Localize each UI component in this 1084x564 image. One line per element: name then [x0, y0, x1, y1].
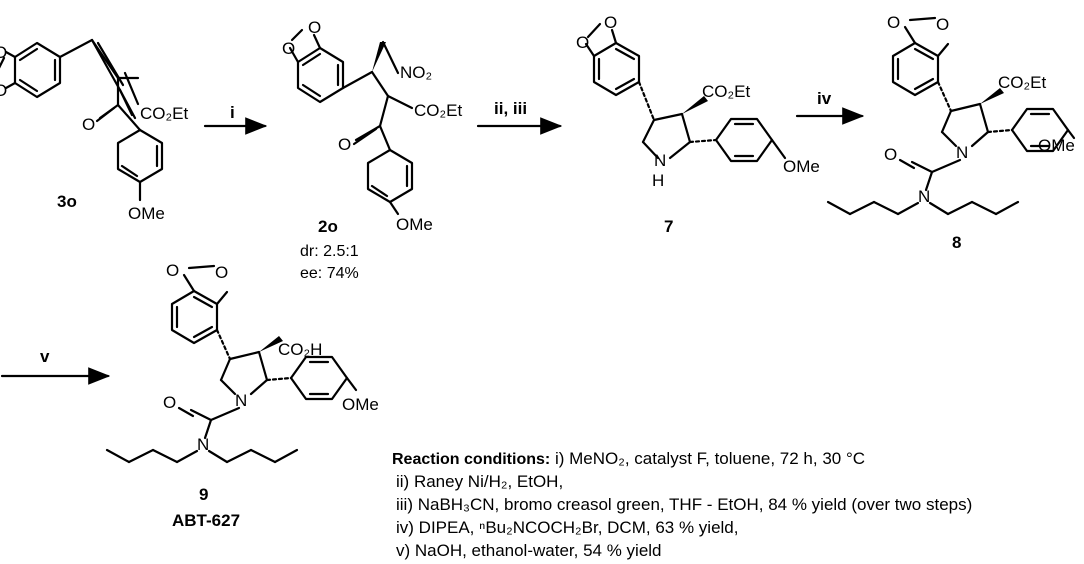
- benzodioxole-ring-3o: [0, 41, 62, 99]
- wedge-bond: [372, 42, 386, 72]
- co2et-group: CO₂Et: [998, 73, 1046, 92]
- conditions-line-1: Reaction conditions: i) MeNO₂, catalyst …: [392, 449, 865, 468]
- pyrrolidine-ring-7: [641, 112, 692, 160]
- oxygen-atom: O: [887, 13, 900, 32]
- nitrogen-atom: N: [956, 143, 968, 162]
- hashed-bond: [215, 328, 232, 361]
- anisyl-ring-7: [714, 117, 787, 163]
- no2-group: NO₂: [400, 63, 432, 82]
- step-label: ii, iii: [494, 99, 527, 118]
- co2et-group: CO₂Et: [414, 101, 462, 120]
- ome-group: OMe: [128, 204, 165, 223]
- anisyl-ring-9: [289, 355, 358, 401]
- anisyl-ring-2o: [366, 148, 414, 216]
- oxygen-atom: O: [166, 261, 179, 280]
- oxygen-atom: O: [82, 115, 95, 134]
- compound-name-abt-627: ABT-627: [172, 511, 240, 530]
- compound-2o: O O NO₂ CO₂Et O OMe 2o dr: 2.5:1 ee: 74%: [282, 18, 462, 282]
- nitrogen-atom: N: [197, 435, 209, 454]
- oxygen-atom: O: [576, 33, 589, 52]
- arrow-step-iv: iv: [795, 89, 865, 125]
- ketone-3o: [95, 76, 142, 132]
- compound-9: O O CO₂H N OMe: [105, 261, 379, 530]
- arrow-step-i: i: [203, 103, 268, 135]
- oxygen-atom: O: [338, 135, 351, 154]
- wedge-bond: [682, 96, 708, 114]
- pyrrolidine-ring-9: [219, 350, 269, 396]
- conditions-line-2: ii) Raney Ni/H₂, EtOH,: [396, 472, 563, 491]
- amide-chain-8: [826, 158, 1020, 216]
- amide-chain-9: [105, 406, 299, 464]
- step-label: v: [40, 347, 50, 366]
- compound-7: O O CO₂Et N H OMe 7: [576, 13, 820, 236]
- enantiomeric-excess: ee: 74%: [300, 265, 359, 282]
- hashed-bond: [265, 376, 293, 382]
- hashed-bond: [688, 138, 718, 144]
- compound-label-3o: 3o: [57, 192, 77, 211]
- hydrogen-atom: H: [652, 171, 664, 190]
- oxygen-atom: O: [163, 393, 176, 412]
- arrow-step-ii-iii: ii, iii: [476, 99, 563, 135]
- oxygen-atom: O: [884, 145, 897, 164]
- ome-group: OMe: [342, 395, 379, 414]
- oxygen-atom: O: [936, 15, 949, 34]
- ome-group: OMe: [1038, 136, 1075, 155]
- compound-label-7: 7: [664, 217, 673, 236]
- bond: [381, 40, 400, 75]
- anisyl-ring-3o: [116, 128, 164, 202]
- compound-label-8: 8: [952, 233, 961, 252]
- benzodioxole-ring-7: [584, 22, 641, 97]
- ester-carbonyl-3o: [90, 38, 140, 106]
- ome-group: OMe: [396, 215, 433, 234]
- co2h-group: CO₂H: [278, 340, 322, 359]
- wedge-bond: [980, 88, 1004, 104]
- nitrogen-atom: N: [235, 391, 247, 410]
- compound-8: O O CO₂Et N OMe: [826, 13, 1076, 252]
- diastereomeric-ratio: dr: 2.5:1: [300, 243, 359, 260]
- hashed-bond: [936, 80, 953, 113]
- oxygen-atom: O: [604, 13, 617, 32]
- arrow-step-v: v: [0, 347, 111, 385]
- conditions-line-5: v) NaOH, ethanol-water, 54 % yield: [396, 541, 662, 560]
- wedge-bond: [259, 336, 283, 352]
- co2et-group: CO₂Et: [140, 104, 188, 123]
- hashed-bond: [986, 128, 1014, 134]
- nitrogen-atom: N: [654, 151, 666, 170]
- ome-group: OMe: [783, 157, 820, 176]
- co2et-group: CO₂Et: [702, 82, 750, 101]
- anisyl-ring-8: [1010, 107, 1076, 153]
- oxygen-atom: O: [0, 43, 7, 62]
- benzodioxole-ring-2o: [288, 28, 345, 104]
- pyrrolidine-ring-8: [940, 102, 990, 148]
- reaction-conditions: Reaction conditions: i) MeNO₂, catalyst …: [392, 449, 972, 560]
- oxygen-atom: O: [282, 39, 295, 58]
- nitroalkyl-chain-2o: [341, 70, 414, 152]
- nitrogen-atom: N: [918, 187, 930, 206]
- compound-3o: O O CO₂Et O: [0, 38, 188, 223]
- hashed-bond: [637, 80, 656, 122]
- conditions-line-3: iii) NaBH₃CN, bromo creasol green, THF -…: [396, 495, 972, 514]
- compound-label-2o: 2o: [318, 217, 338, 236]
- oxygen-atom: O: [215, 263, 228, 282]
- step-label: i: [230, 103, 235, 122]
- oxygen-atom: O: [308, 18, 321, 37]
- compound-label-9: 9: [199, 485, 208, 504]
- step-label: iv: [817, 89, 832, 108]
- oxygen-atom: O: [0, 81, 7, 100]
- conditions-line-4: iv) DIPEA, ⁿBu₂NCOCH₂Br, DCM, 63 % yield…: [396, 518, 738, 537]
